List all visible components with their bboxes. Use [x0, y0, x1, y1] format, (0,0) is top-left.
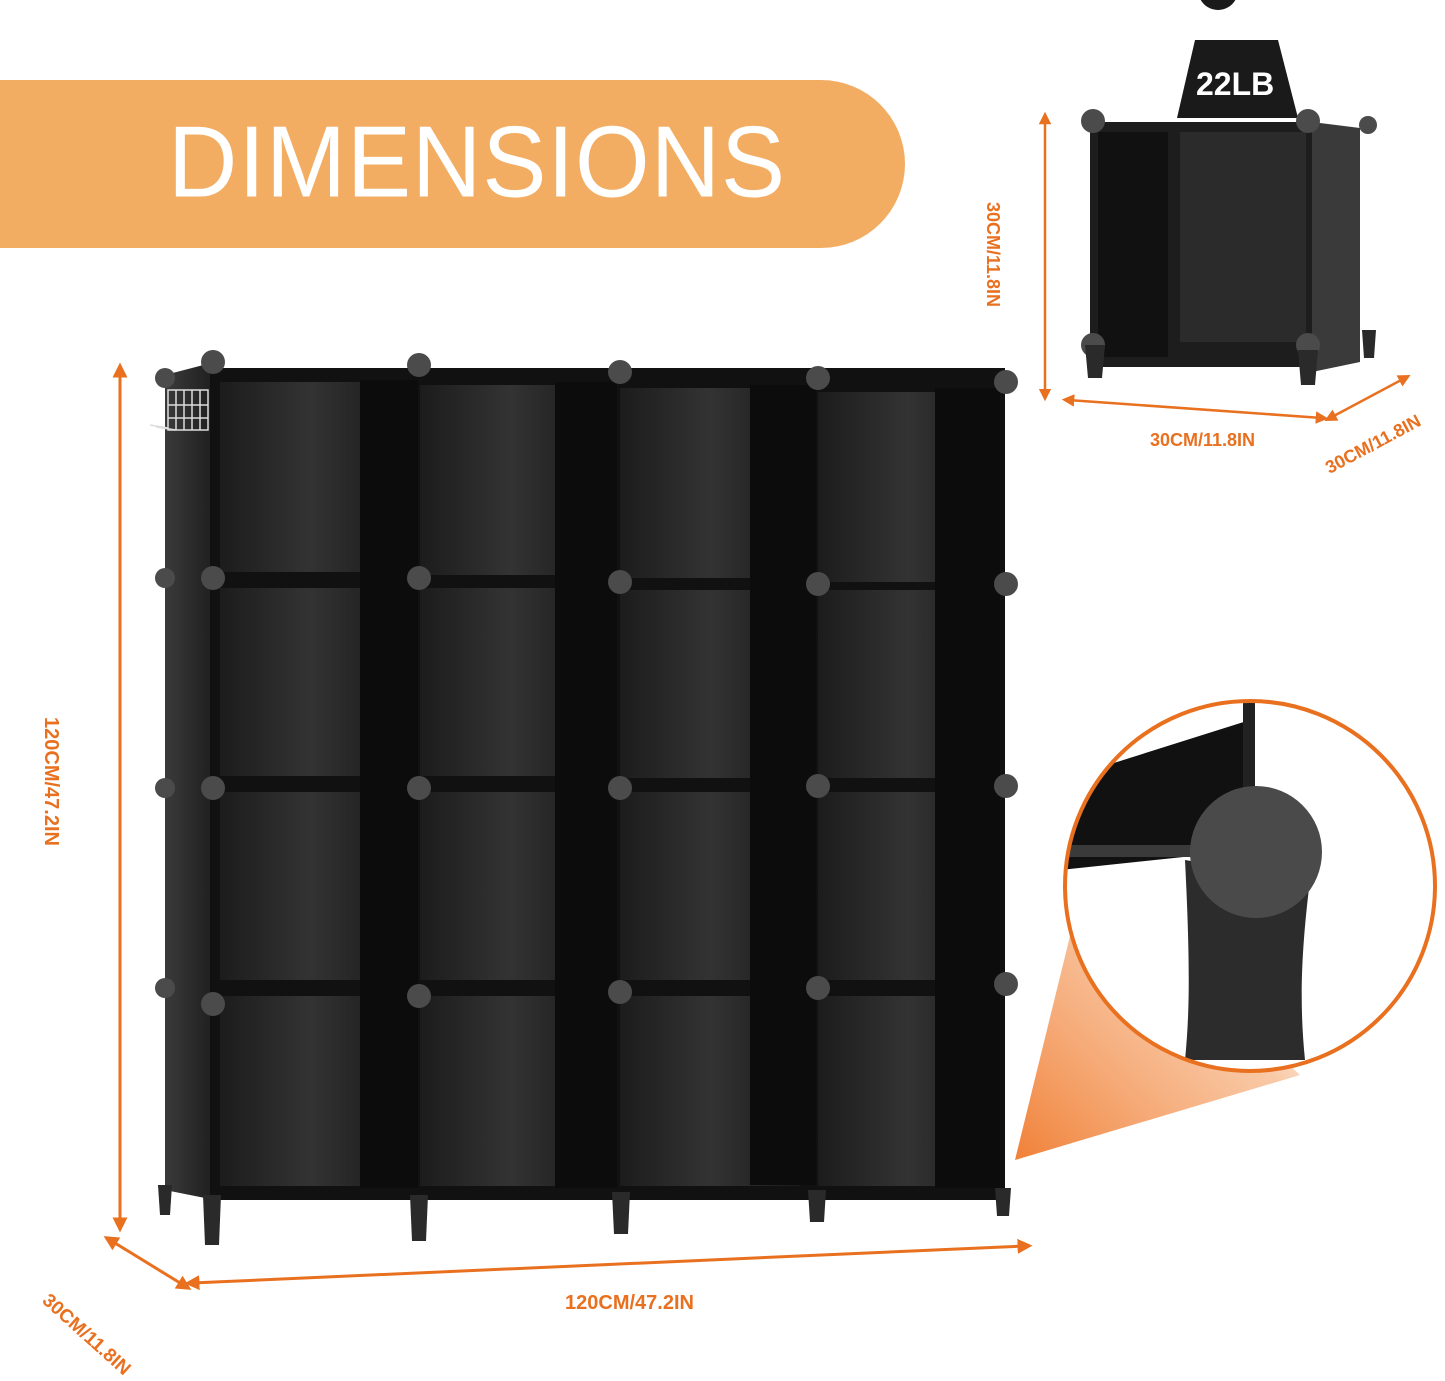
main-width-label: 120CM/47.2IN	[565, 1292, 694, 1314]
single-cube	[1081, 0, 1377, 385]
product-illustration	[103, 0, 1437, 1291]
title-text: DIMENSIONS	[168, 106, 787, 219]
cube-height-label: 30CM/11.8IN	[983, 201, 1004, 308]
title-banner	[0, 80, 905, 248]
main-height-label: 120CM/47.2IN	[39, 717, 62, 846]
cube-width-label: 30CM/11.8IN	[1150, 430, 1256, 450]
cube-organizer	[149, 350, 1018, 1245]
hook-rack	[149, 389, 209, 431]
weight-capacity-label: 22LB	[1196, 66, 1275, 102]
leg-detail	[1065, 701, 1322, 1060]
